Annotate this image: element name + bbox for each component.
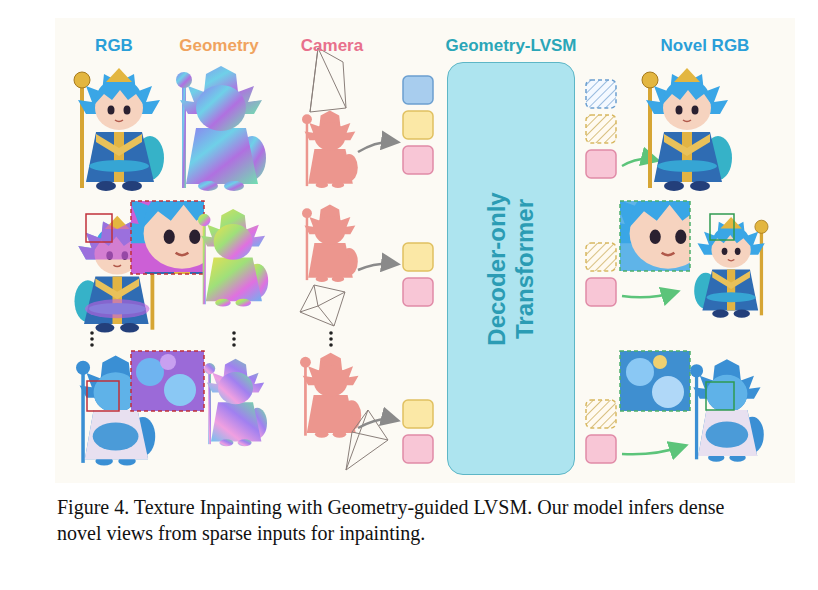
figure-ground [55,18,795,483]
column-header: Novel RGB [661,36,750,56]
box-title: Decoder-only Transformer [483,174,538,364]
novel-view [642,68,732,191]
column-header: RGB [95,36,133,56]
column-header: Geometry-LVSM [446,36,577,56]
input-tokens [403,76,433,463]
novel-view [690,359,764,462]
ellipsis-dots [90,331,333,347]
figure-caption: Figure 4. Texture Inpainting with Geomet… [57,494,769,546]
camera-view [300,353,388,470]
rgb-view [74,68,164,191]
novel-view [694,217,768,318]
geometry-view [204,359,267,447]
column-header: Camera [301,36,363,56]
geometry-view [198,209,268,307]
column-header: Geometry [179,36,258,56]
output-tokens [586,80,616,463]
geometry-view [176,66,266,191]
transformer-box: Decoder-only Transformer [447,62,575,475]
camera-view [300,204,358,326]
camera-view [302,48,358,188]
